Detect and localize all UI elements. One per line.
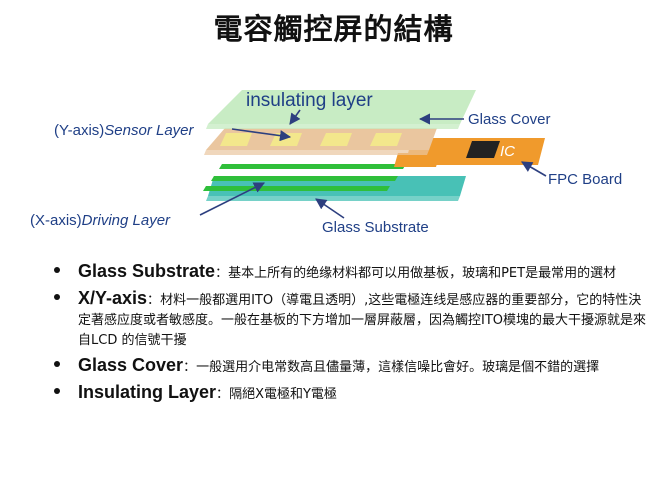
bullet-desc: 隔絕X電極和Y電極	[229, 387, 337, 402]
page-title: 電容觸控屏的結構	[213, 12, 454, 46]
driving-electrode-strip	[211, 176, 398, 181]
bullet-term: Insulating Layer	[78, 382, 217, 402]
insulating-layer	[208, 90, 476, 124]
insulating-layer-front	[206, 124, 460, 129]
arrow-insulating	[289, 109, 301, 125]
bullet-dot	[54, 267, 60, 273]
bullet-term: Glass Substrate	[78, 261, 216, 281]
bullet-dot	[54, 361, 60, 367]
bullet-term: X/Y-axis	[78, 288, 148, 308]
bullet-desc: 一般選用介电常数高且儘量薄，這樣信噪比會好。玻璃是個不錯的選擇	[196, 360, 600, 375]
bullet-desc: 基本上所有的绝缘材料都可以用做基板，玻璃和PET是最常用的選材	[228, 266, 617, 281]
bullet-dot	[54, 388, 60, 394]
label-sensor-layer: (Y-axis)Sensor Layer	[54, 122, 195, 139]
label-glass-substrate: Glass Substrate	[322, 219, 429, 236]
label-driving-layer: (X-axis)Driving Layer	[30, 212, 171, 229]
structure-diagram: insulating layer (Y-axis)Sensor Layer Gl…	[30, 90, 622, 236]
fpc-connector	[394, 153, 440, 167]
bullet-item: Glass Substrate：基本上所有的绝缘材料都可以用做基板，玻璃和PET…	[50, 262, 650, 283]
bullet-separator: ：	[183, 360, 197, 375]
bullet-dot	[54, 294, 60, 300]
glass-substrate-front	[206, 196, 460, 201]
label-fpc-board: FPC Board	[548, 171, 622, 188]
bullet-desc: 材料一般都選用ITO（導電且透明）,这些電極连线是感应器的重要部分，它的特性決定…	[78, 293, 647, 348]
arrow-sensor	[231, 128, 292, 142]
bullet-item: X/Y-axis：材料一般都選用ITO（導電且透明）,这些電極连线是感应器的重要…	[50, 289, 650, 350]
bullet-term: Glass Cover	[78, 355, 184, 375]
ic-chip	[466, 141, 500, 158]
bullet-separator: ：	[216, 387, 230, 402]
driving-electrode-strip	[219, 164, 406, 169]
label-glass-cover: Glass Cover	[468, 111, 551, 128]
arrow-glass-substrate	[315, 198, 345, 219]
bullet-item: Glass Cover：一般選用介电常数高且儘量薄，這樣信噪比會好。玻璃是個不錯…	[50, 356, 650, 377]
bullet-separator: ：	[215, 266, 229, 281]
label-ic: IC	[500, 143, 515, 160]
bullet-item: Insulating Layer：隔絕X電極和Y電極	[50, 383, 650, 404]
label-insulating-layer: insulating layer	[246, 90, 373, 111]
driving-electrode-strip	[203, 186, 390, 191]
sensor-pad	[220, 133, 252, 146]
bullet-list: Glass Substrate：基本上所有的绝缘材料都可以用做基板，玻璃和PET…	[50, 262, 650, 410]
sensor-pad	[370, 133, 402, 146]
sensor-pad	[320, 133, 352, 146]
sensor-layer-front	[204, 150, 429, 155]
bullet-separator: ：	[147, 293, 161, 308]
arrow-fpc	[521, 161, 547, 177]
arrow-driving	[199, 182, 266, 216]
